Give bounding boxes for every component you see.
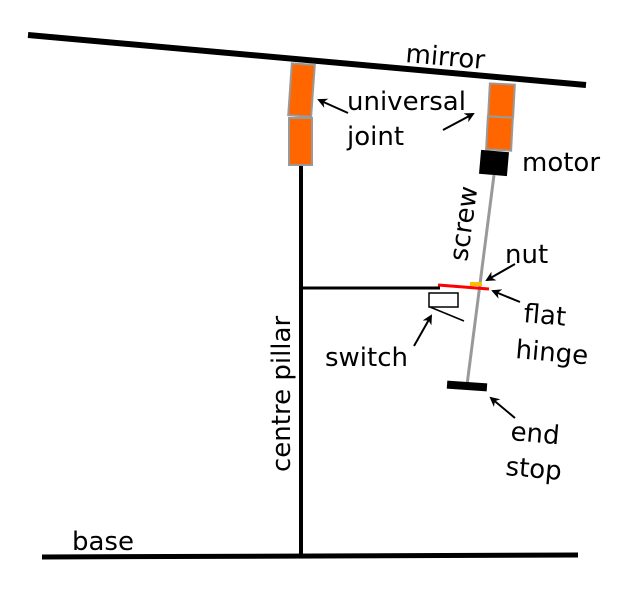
- switch-arrow: [413, 314, 432, 347]
- switch: [428, 292, 459, 308]
- mirror-label: mirror: [404, 39, 486, 76]
- base-label: base: [72, 527, 134, 557]
- nut: [470, 282, 482, 286]
- mirror-line: [27, 32, 587, 88]
- switch-lever: [429, 306, 465, 322]
- flat-label: flat: [522, 299, 567, 333]
- right-universal-joint: [485, 82, 516, 152]
- end-label: end: [509, 417, 560, 451]
- right-joint-arrow: [442, 113, 475, 131]
- motor: [479, 149, 509, 177]
- screw-label: screw: [444, 184, 484, 263]
- left-joint-arrow: [317, 98, 349, 114]
- joint-label: joint: [346, 122, 404, 152]
- base-line: [41, 552, 579, 560]
- motor-label: motor: [522, 148, 600, 178]
- universal-label: universal: [347, 87, 466, 117]
- flat-hinge-arrow: [491, 289, 521, 303]
- flat-hinge: [437, 283, 490, 291]
- left-universal-joint: [287, 62, 316, 166]
- end-stop: [446, 380, 488, 392]
- nut-arrow: [485, 263, 516, 281]
- stop-label: stop: [504, 452, 563, 487]
- hinge-label: hinge: [514, 335, 589, 371]
- switch-label: switch: [325, 343, 408, 373]
- screw: [465, 174, 496, 386]
- centre-pillar-label: centre pillar: [267, 316, 297, 472]
- end-stop-arrow: [489, 396, 516, 419]
